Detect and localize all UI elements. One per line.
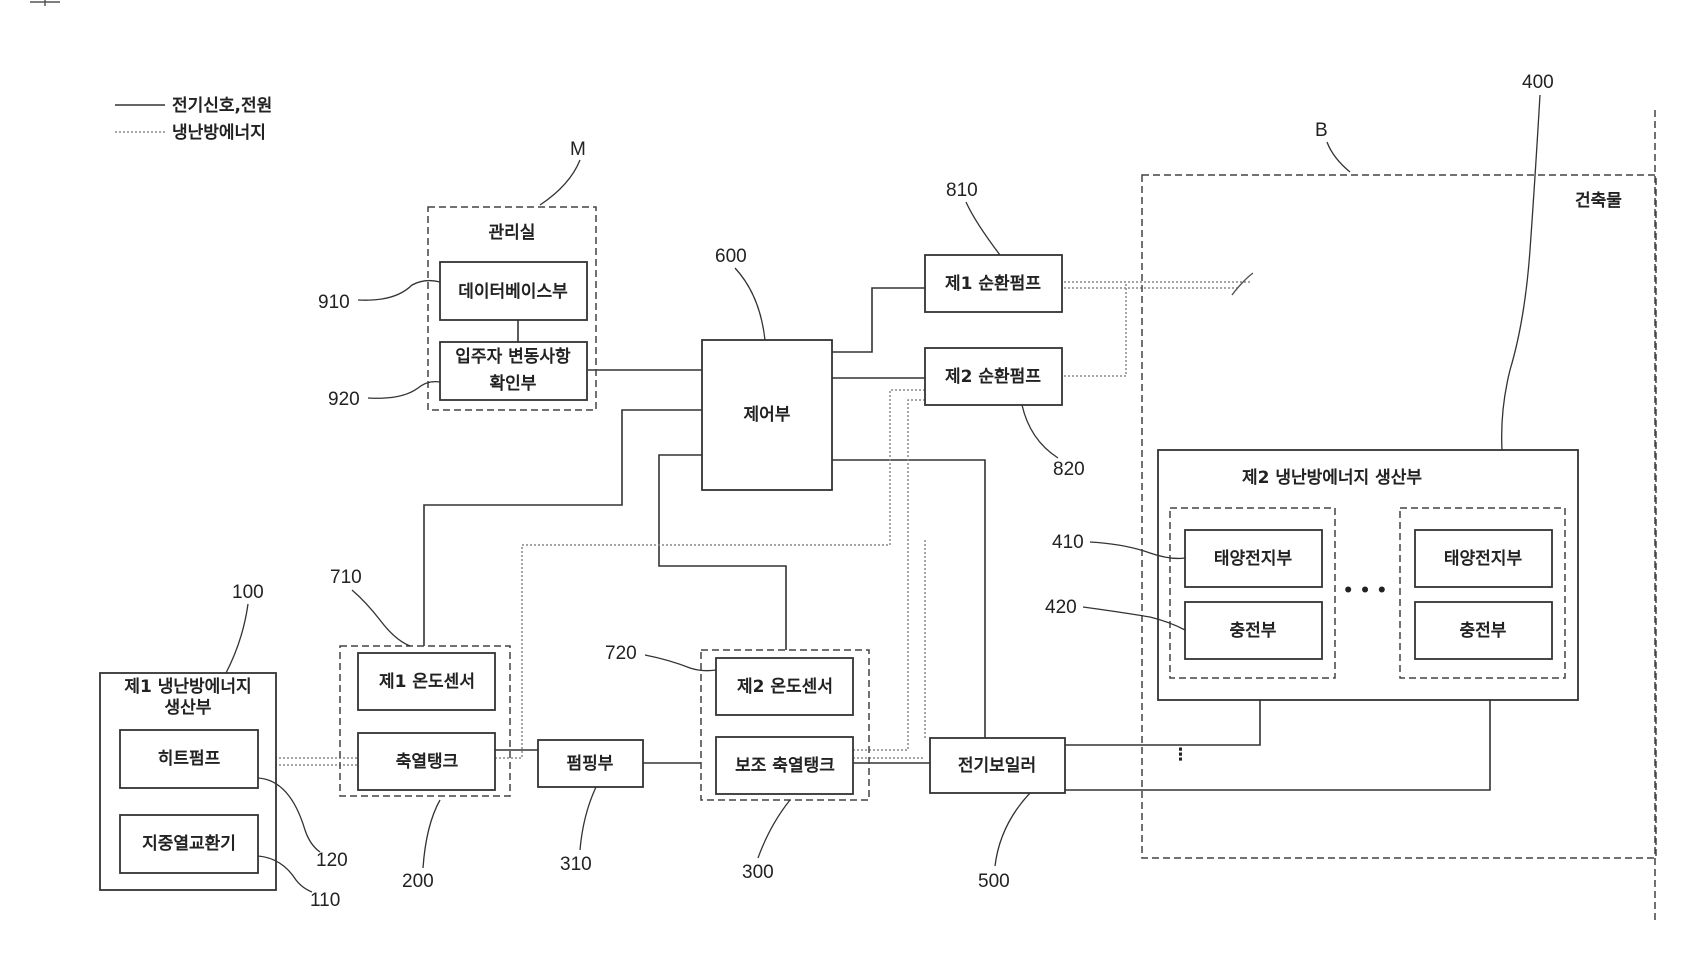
module-ellipsis: • • • [1343, 581, 1387, 601]
heat-pump-ref: 120 [316, 850, 348, 871]
pump2-ref-leader [1022, 405, 1058, 458]
sensor1-ref-leader [352, 590, 410, 646]
pipe-pump2-building [1060, 282, 1126, 376]
building-ref-leader [1327, 142, 1350, 172]
geo-ref: 110 [310, 890, 340, 911]
heat-pump-label: 히트펌프 [158, 749, 221, 769]
storage-group: 제1 온도센서 축열탱크 710 200 [330, 567, 510, 892]
tenant-check-label-2: 확인부 [490, 374, 537, 394]
wire-control-pump1 [832, 288, 925, 352]
first-producer: 제1 냉난방에너지 생산부 히트펌프 지중열교환기 100 120 110 [100, 582, 348, 911]
pumping-ref: 310 [560, 854, 592, 875]
first-producer-label-2: 생산부 [165, 698, 212, 718]
control-ref: 600 [715, 246, 747, 267]
building-label: 건축물 [1575, 191, 1622, 211]
pump2-ref: 820 [1053, 459, 1085, 480]
pumping-ref-leader [580, 787, 596, 850]
wire-control-sensor1 [424, 410, 702, 646]
second-producer-ref-leader [1502, 95, 1540, 450]
tank-label: 축열탱크 [396, 752, 459, 772]
second-producer-ref: 400 [1522, 72, 1554, 93]
first-producer-ref-leader [226, 604, 248, 673]
control-unit: 제어부 600 [702, 246, 832, 490]
tenant-ref: 920 [328, 389, 360, 410]
first-producer-ref: 100 [232, 582, 264, 603]
charge-b-label: 충전부 [1460, 621, 1507, 641]
management-title: 관리실 [489, 223, 536, 243]
solar-ref: 410 [1052, 532, 1084, 553]
aux-ref: 300 [742, 862, 774, 883]
geo-exchanger-label: 지중열교환기 [142, 834, 236, 854]
pipe-break-mark [1232, 273, 1253, 295]
database-label: 데이터베이스부 [458, 282, 568, 302]
control-label: 제어부 [744, 405, 791, 425]
aux-ref-leader [758, 800, 790, 858]
tank-ref-leader [423, 800, 440, 868]
tenant-check-label-1: 입주자 변동사항 [455, 346, 571, 367]
sensor2-ref: 720 [605, 643, 637, 664]
tenant-ref-leader [368, 382, 440, 399]
management-ref-leader [540, 160, 580, 205]
sensor1-ref: 710 [330, 567, 362, 588]
first-producer-label-1: 제1 냉난방에너지 [124, 677, 251, 697]
second-producer-title: 제2 냉난방에너지 생산부 [1242, 468, 1422, 488]
tank-ref: 200 [402, 871, 434, 892]
charge-ref: 420 [1045, 597, 1077, 618]
aux-tank-label: 보조 축열탱크 [735, 756, 835, 776]
solar-b-label: 태양전지부 [1444, 549, 1523, 569]
pipe-aux-pump2 [853, 400, 925, 750]
boiler-ref: 500 [978, 871, 1010, 892]
electric-boiler: 전기보일러 500 [930, 738, 1065, 892]
control-ref-leader [735, 268, 765, 340]
second-producer: 제2 냉난방에너지 생산부 태양전지부 충전부 • • • 태양전지부 충전부 … [1045, 72, 1578, 765]
legend-signal-label: 전기신호,전원 [172, 96, 272, 116]
solar-a-label: 태양전지부 [1214, 549, 1293, 569]
boiler-ref-leader [995, 793, 1030, 866]
pumping-label: 펌핑부 [567, 754, 614, 774]
pump2-label: 제2 순환펌프 [945, 367, 1041, 387]
charge-a-label: 충전부 [1230, 621, 1277, 641]
pumping-unit: 펌핑부 310 [538, 740, 643, 875]
circulation-pumps: 제1 순환펌프 810 제2 순환펌프 820 [925, 180, 1085, 480]
sensor2-ref-leader [645, 655, 716, 671]
legend: 전기신호,전원 냉난방에너지 [115, 96, 272, 143]
vertical-ellipsis: ⋮ [1172, 745, 1189, 765]
pump1-ref: 810 [946, 180, 978, 201]
building-ref: B [1315, 120, 1328, 141]
legend-energy-label: 냉난방에너지 [172, 123, 266, 143]
management-room: 관리실 데이터베이스부 입주자 변동사항 확인부 M 910 920 [318, 139, 596, 410]
sensor2-label: 제2 온도센서 [737, 677, 833, 697]
boiler-label: 전기보일러 [958, 756, 1036, 776]
management-ref: M [570, 139, 586, 160]
pump1-ref-leader [966, 202, 1000, 255]
sensor1-label: 제1 온도센서 [379, 672, 475, 692]
pump1-label: 제1 순환펌프 [945, 274, 1041, 294]
database-ref: 910 [318, 292, 350, 313]
